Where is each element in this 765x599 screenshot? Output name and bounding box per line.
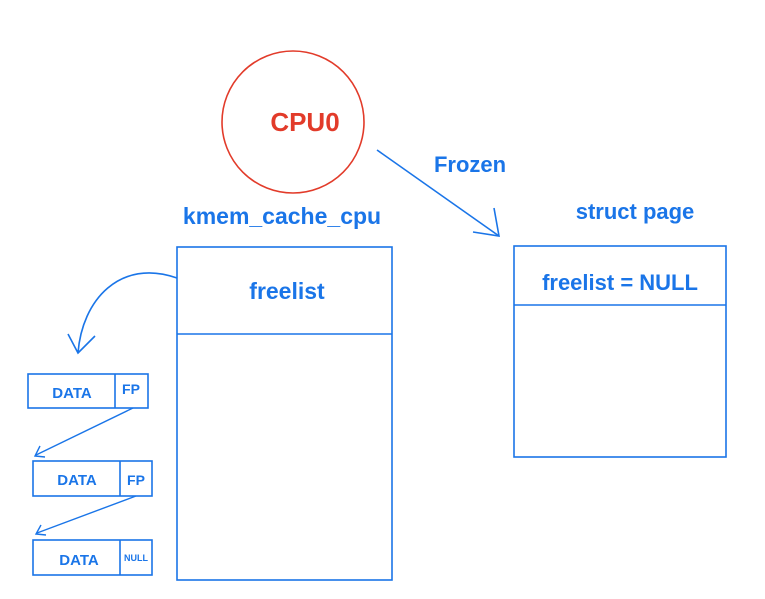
object-3-pointer-label: NULL <box>124 553 148 563</box>
cpu0-circle <box>221 50 365 194</box>
object-1-data-label: DATA <box>52 385 92 402</box>
frozen-arrow: Frozen <box>376 149 506 237</box>
freelist-pointer-curve <box>77 272 178 354</box>
kmem-cache-cpu-box <box>176 246 393 581</box>
object-3-data-label: DATA <box>59 552 99 569</box>
kmem-cache-cpu-freelist-field: freelist <box>249 278 325 304</box>
cpu0-node: CPU0 <box>221 50 365 194</box>
freelist-pointer-head <box>67 333 96 355</box>
struct-page-box <box>513 245 727 458</box>
object-link-1 <box>33 407 134 458</box>
object-link-2-head <box>34 524 47 536</box>
cpu0-label: CPU0 <box>270 107 339 137</box>
object-2-pointer-label: FP <box>127 472 145 488</box>
object-3: DATA NULL <box>32 539 153 576</box>
object-2: DATA FP <box>32 460 153 497</box>
object-2-box <box>32 460 153 497</box>
struct-page: struct page freelist = NULL <box>513 199 727 458</box>
object-1-box <box>27 373 149 409</box>
object-link-2-line <box>36 495 137 534</box>
object-3-box <box>32 539 153 576</box>
frozen-arrow-head <box>472 207 500 237</box>
struct-page-title: struct page <box>576 199 695 224</box>
object-1: DATA FP <box>27 373 149 409</box>
object-link-1-head <box>33 445 46 458</box>
object-link-1-line <box>35 407 134 456</box>
object-1-pointer-label: FP <box>122 381 140 397</box>
frozen-arrow-line <box>376 149 500 237</box>
frozen-arrow-label: Frozen <box>434 152 506 177</box>
object-link-2 <box>34 495 137 536</box>
struct-page-freelist-field: freelist = NULL <box>542 270 698 295</box>
kmem-cache-cpu-title: kmem_cache_cpu <box>183 203 381 229</box>
freelist-pointer-arrow <box>67 272 178 355</box>
kmem-cache-cpu-struct: kmem_cache_cpu freelist <box>176 203 393 581</box>
object-2-data-label: DATA <box>57 472 97 489</box>
